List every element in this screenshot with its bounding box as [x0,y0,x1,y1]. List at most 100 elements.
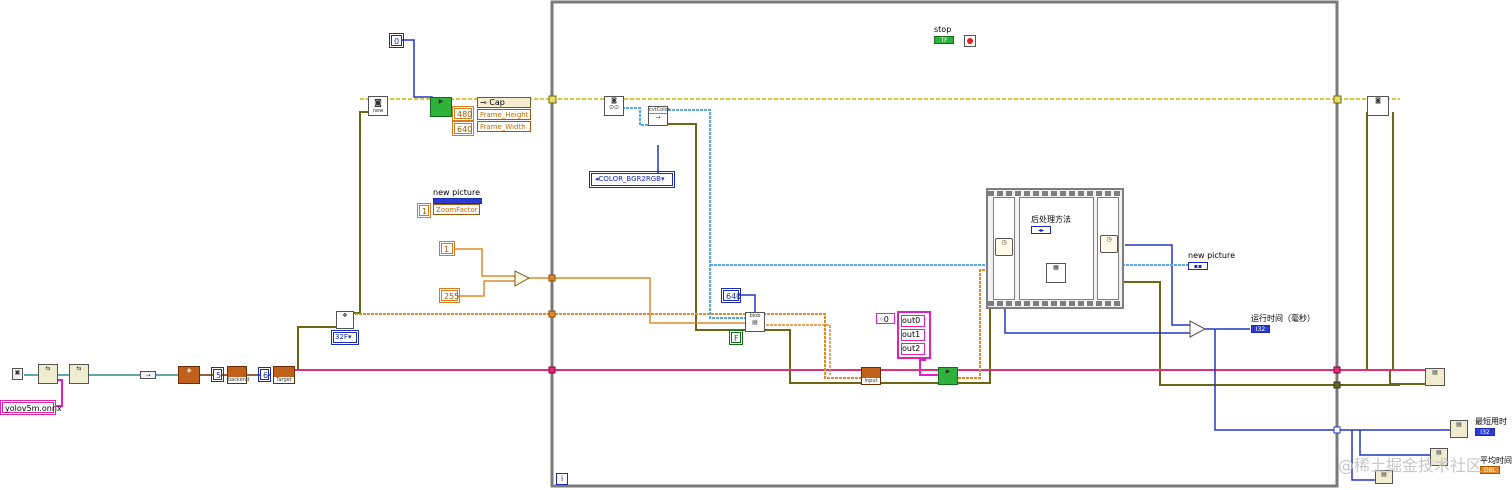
average-time-label: 平均时间 [1480,456,1512,465]
set-input-node[interactable]: Input [861,367,881,385]
output-name-2[interactable]: out2 [901,343,925,355]
run-time-label: 运行时间（毫秒） [1251,314,1315,323]
path-strip-icon[interactable]: ⇆ [69,364,89,384]
tunnel [1333,95,1342,104]
output-names-array[interactable]: out0 out1 out2 [897,311,931,359]
array-size-node[interactable]: ▤ [1375,470,1393,484]
run-time-indicator: I32 [1251,325,1270,333]
path-build-icon[interactable]: ⇆ [38,364,58,384]
read-net-node[interactable]: ◈ [178,366,200,384]
tunnel [548,366,556,374]
blob-node-label: blob [749,313,761,319]
sequence-frame-2 [1019,197,1094,300]
constant-frame-width[interactable]: 640 [452,121,474,136]
color-conversion-value: COLOR_BGR2RGB [598,175,661,183]
shortest-time-label: 最短用时 [1475,417,1507,426]
cvtcolor-node-label: cvtColor [649,107,670,114]
wire-blue-run6 [1359,430,1430,456]
file-path-icon: ▣ [12,368,23,380]
tunnel [548,310,556,318]
array-sum-node[interactable]: ▤ [1430,448,1448,466]
new-picture-property-label: new picture [433,188,481,197]
wire-255 [458,280,515,297]
stop-label: stop [934,25,952,34]
constant-one[interactable]: 1 [439,241,455,256]
wire-olive-8 [1366,112,1425,385]
constant-frame-height[interactable]: 480 [452,106,474,121]
set-target-node[interactable]: Target [273,366,295,384]
wire-dtype [355,313,862,379]
video-capture-release-node[interactable]: ◙ [1367,96,1389,116]
set-backend-node[interactable]: backend [227,366,250,384]
wire-olive-2 [350,111,372,314]
wire-blue-640 [738,294,756,312]
constant-zero[interactable]: 0 [389,33,404,48]
tunnel [1333,381,1341,389]
wire-one [454,248,515,277]
tick-count-end-icon[interactable]: ◷ [1100,235,1118,253]
while-loop-border [550,0,1339,488]
postprocess-subvi[interactable]: ▦ [1046,263,1066,283]
stop-condition-icon [964,35,976,47]
blob-from-image-node[interactable]: blob▤ [745,312,765,332]
constant-false[interactable]: F [729,330,743,345]
wire-div-out [528,277,748,324]
dtype-ring[interactable]: 32F▾ [331,330,359,345]
wire-image-1 [618,107,648,126]
cap-node-icon: ⊸ [480,98,487,107]
tunnel [548,95,557,104]
film-holes-bottom [988,301,1122,306]
forward-node[interactable]: ▶ [938,367,958,385]
cap-node-title: Cap [489,98,505,107]
wire-blue-run4 [1214,329,1450,431]
wire-zero [402,39,433,104]
tunnel [1333,426,1341,434]
wire-image-2 [668,109,748,319]
watermark: @稀土掘金技术社区 [1338,456,1483,475]
array-index-value: 0 [883,315,889,324]
close-net-node[interactable]: ▤ [1425,368,1445,386]
zoom-factor-property[interactable]: ZoomFactor [433,204,480,215]
loop-iteration-terminal: i [556,473,568,485]
video-capture-read-node[interactable]: ◙⊙⊙ [604,96,624,116]
cap-prop-frame-height[interactable]: Frame_Height [477,109,531,120]
wire-blue-run2 [1125,244,1190,326]
backend-node-label: backend [228,377,250,383]
array-min-node[interactable]: ▤ [1450,420,1468,438]
new-picture-ref-bar [433,198,482,204]
constant-five[interactable]: 5 [211,367,224,382]
video-capture-new-node[interactable]: ◙ new [368,96,388,116]
divide-node [514,270,531,287]
new-picture-indicator: ▪▪ [1188,262,1208,270]
tunnel [548,274,556,282]
cap-prop-frame-width[interactable]: Frame_Width [477,121,531,132]
tunnel [1333,366,1341,374]
postprocess-label: 后处理方法 [1031,215,1071,224]
wire-olive-4 [765,329,870,384]
to-path-icon[interactable]: ⇢ [140,371,156,379]
cvtcolor-node[interactable]: cvtColor→ [648,106,670,126]
shortest-time-indicator: I32 [1475,428,1495,436]
constant-255[interactable]: 255 [439,288,460,303]
output-name-1[interactable]: out1 [901,329,925,341]
target-node-label: Target [274,377,294,383]
cap-property-node-header: ⊸ Cap [477,97,531,108]
constant-six[interactable]: 6 [258,367,271,382]
model-path-constant[interactable]: yolov5m.onnx [0,400,62,415]
dtype-ring-value: 32F [335,333,348,341]
wire-olive-1 [297,326,345,370]
average-time-indicator: DBL [1480,466,1500,474]
output-name-0[interactable]: out0 [901,315,925,327]
array-index[interactable]: ◦0 [876,313,895,324]
wire-blue-run5 [1351,430,1380,481]
camera-icon: ◙ [374,98,382,107]
postprocess-control[interactable]: ◂▸ [1031,226,1051,234]
tick-count-start-icon[interactable]: ◷ [995,238,1013,256]
video-capture-open-node[interactable]: ▶ [430,97,452,117]
stop-button-terminal[interactable]: TF [934,36,954,44]
new-mat-icon[interactable]: ❖ [336,311,354,329]
constant-640[interactable]: 640 [721,288,741,303]
constant-zoom[interactable]: 1 [417,203,431,218]
color-conversion-enum[interactable]: ◂COLOR_BGR2RGB▾ [589,171,675,188]
